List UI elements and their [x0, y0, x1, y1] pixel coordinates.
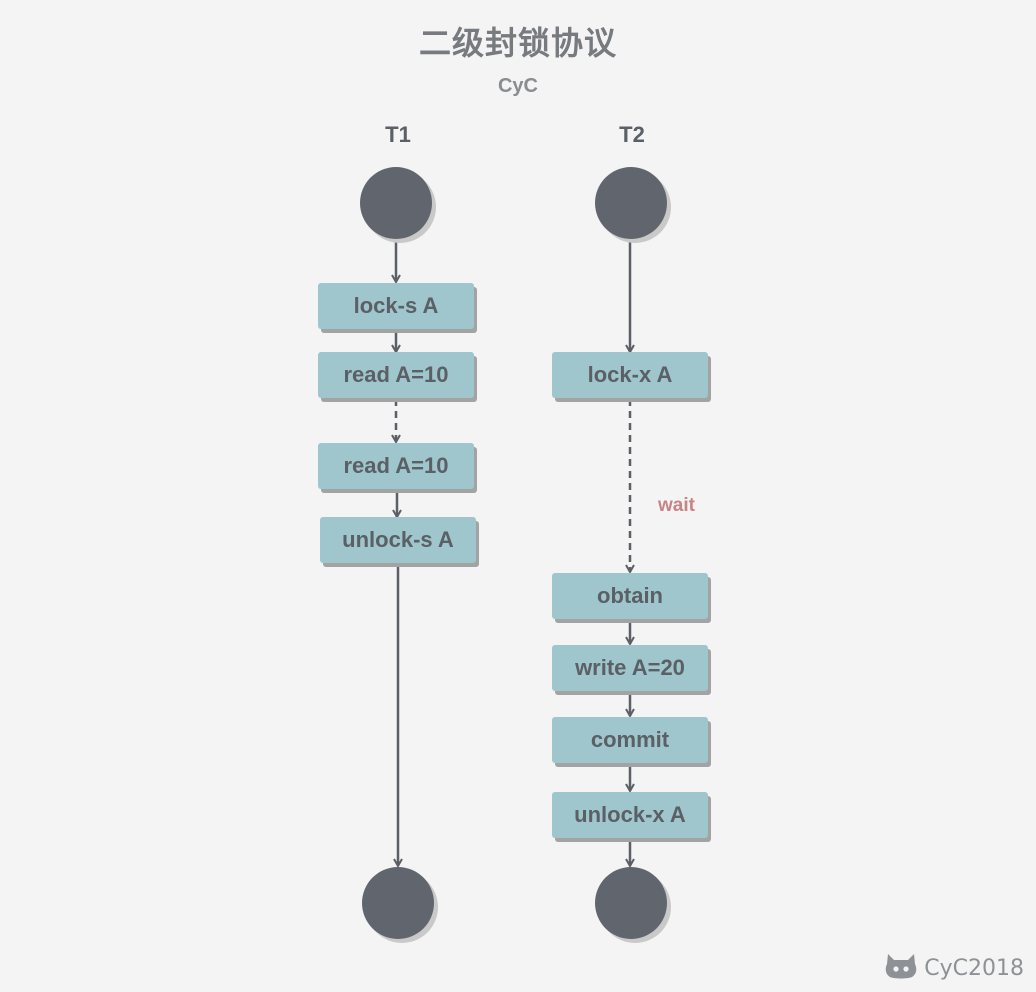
t2-start-node [595, 167, 667, 239]
t1-step-read: read A=10 [318, 352, 474, 398]
t1-step-read-again: read A=10 [318, 443, 474, 489]
t1-end-node [362, 867, 434, 939]
t2-step-lock-x: lock-x A [552, 352, 708, 398]
t2-label: T2 [619, 122, 645, 147]
t1-label: T1 [385, 122, 411, 147]
diagram-title: 二级封锁协议 [418, 24, 617, 62]
t1-start-node [360, 167, 432, 239]
t2-step-commit: commit [552, 717, 708, 763]
t1-step-lock-s: lock-s A [318, 283, 474, 329]
watermark: CyC2018 [884, 950, 1024, 986]
wait-label: wait [658, 495, 695, 516]
github-cat-icon [884, 950, 918, 986]
diagram-subtitle: CyC [497, 75, 538, 97]
t1-step-unlock-s: unlock-s A [320, 517, 476, 563]
t2-end-node [595, 867, 667, 939]
t2-step-unlock-x: unlock-x A [552, 792, 708, 838]
watermark-text: CyC2018 [924, 955, 1024, 981]
t2-step-obtain: obtain [552, 573, 708, 619]
t2-step-write: write A=20 [552, 645, 708, 691]
